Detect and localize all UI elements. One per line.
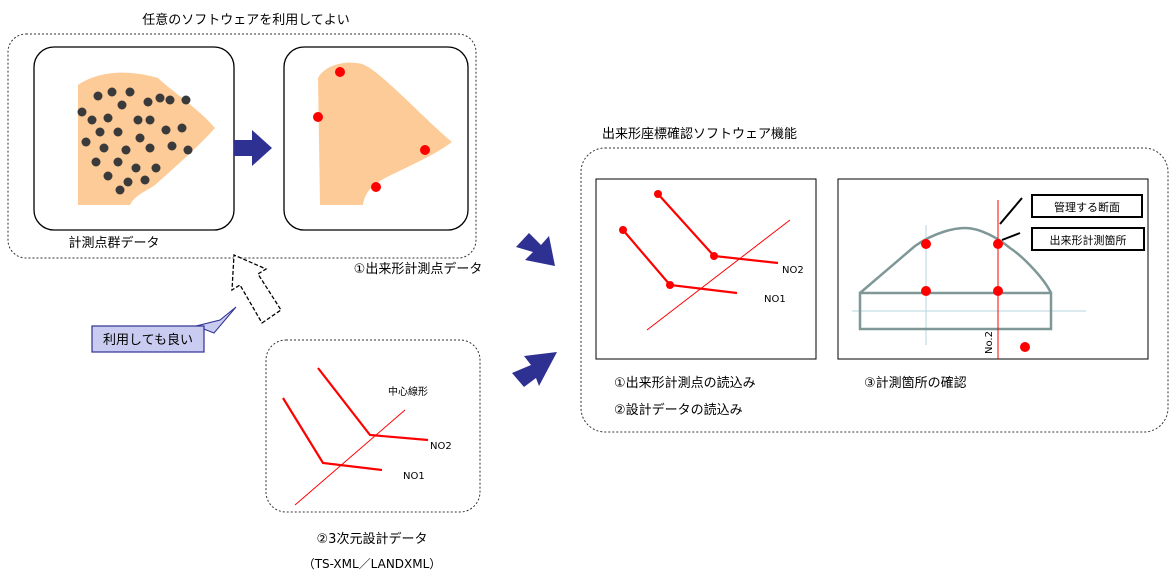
design-format: （TS-XML／LANDXML） [303,557,442,571]
design-caption: ②3次元設計データ [317,531,428,547]
left-group-frame [7,33,477,259]
point-cloud-point [99,143,109,153]
point-cloud-point [165,95,175,105]
callout-pointer [194,306,237,334]
step2-label: ②設計データの読込み [614,402,743,418]
point-cloud-point [103,171,113,181]
point-cloud-point [177,123,187,133]
point-cloud-point [133,115,143,125]
section-base [858,291,1053,331]
point-cloud-point [113,157,123,167]
flow-arrow-top-icon [516,233,555,266]
tag-measured-box [1031,227,1145,251]
point-cloud-point [115,185,125,195]
section-profile [859,226,1053,294]
plan-view-panel [595,178,817,360]
point-cloud-point [87,115,97,125]
measured-points-label: ①出来形計測点データ [354,261,483,277]
point-cloud-points [77,87,193,195]
design-no1-label: NO1 [403,471,425,482]
point-cloud-point [77,107,87,117]
callout-box [91,325,205,353]
point-cloud-point [121,145,131,155]
point-cloud-point [151,163,161,173]
callout-label: 利用しても良い [103,332,193,348]
point-cloud-point [143,97,153,107]
right-arrow-icon [234,130,272,166]
centerline [294,409,406,506]
plan-no1-label: NO1 [764,294,786,305]
design-no2-label: NO2 [430,441,452,452]
point-cloud-point [145,143,155,153]
point-cloud-point [123,177,133,187]
point-cloud-point [103,113,113,123]
point-cloud-area [78,72,215,205]
section-points [921,239,1030,352]
point-cloud-point [140,175,150,185]
point-cloud-point [95,127,105,137]
plan-no2-label: NO2 [782,265,804,276]
design-centerline-label: 中心線形 [388,385,428,398]
software-group-title: 出来形座標確認ソフトウェア機能 [602,126,797,142]
software-group-frame [580,147,1169,433]
design-alignment-lines [282,367,429,472]
point-cloud-point [135,133,145,143]
tag-measured-leader [1001,232,1021,241]
step3-label: ③計測箇所の確認 [864,375,967,391]
point-cloud-point [161,125,171,135]
tag-managed-leader [999,197,1023,225]
tag-managed-label: 管理する断面 [1054,200,1120,214]
plan-points [619,190,718,289]
point-cloud-point [181,95,191,105]
point-cloud-point [93,91,103,101]
point-cloud-point [113,127,123,137]
station-label: No.2 [984,331,995,354]
point-cloud-point [91,157,101,167]
point-cloud-caption: 計測点群データ [68,235,159,251]
point-cloud-point [167,141,177,151]
point-cloud-point [155,93,165,103]
step1-label: ①出来形計測点の読込み [614,375,756,391]
left-group-title: 任意のソフトウェアを利用してよい [142,12,350,28]
hollow-up-arrow-icon [231,254,282,324]
point-cloud-point [81,137,91,147]
measured-area [318,62,452,205]
point-cloud-point [183,145,193,155]
plan-centerline [646,219,791,331]
flow-arrow-bottom-icon [512,352,557,387]
point-cloud-point [145,115,155,125]
design-data-panel [265,339,481,513]
tag-measured-label: 出来形計測箇所 [1050,233,1127,247]
point-cloud-point [117,100,127,110]
tag-managed-box [1031,194,1143,218]
point-cloud-point [131,163,141,173]
point-cloud-point [125,87,135,97]
measured-points [313,67,430,192]
point-cloud-point [107,87,117,97]
